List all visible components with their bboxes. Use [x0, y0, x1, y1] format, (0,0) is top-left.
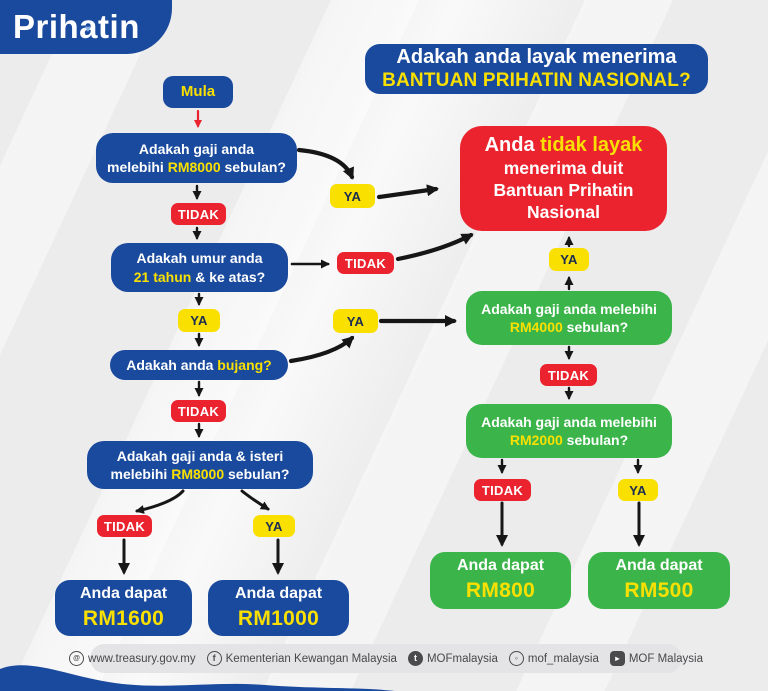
result-1600-amount: RM1600	[82, 606, 165, 630]
result-rm800: Anda dapat RM800	[430, 552, 571, 609]
question-bujang: Adakah anda bujang?	[110, 350, 288, 380]
website-label: www.treasury.gov.my	[88, 652, 196, 665]
footer-item-facebook: Kementerian Kewangan Malaysia	[206, 651, 397, 666]
instagram-label: mof_malaysia	[527, 652, 599, 665]
question-gaji-isteri-rm8000: Adakah gaji anda & isteri melebihi RM800…	[87, 441, 313, 489]
footer-item-twitter: MOFmalaysia	[407, 651, 498, 666]
result-1000-label: Anda dapat	[234, 584, 323, 602]
question-gaji-rm2000: Adakah gaji anda melebihi RM2000 sebulan…	[466, 404, 672, 458]
badge-tidak-2: TIDAK	[171, 400, 226, 422]
question-umur-21: Adakah umur anda 21 tahun & ke atas?	[111, 243, 288, 292]
question-gaji-rm8000: Adakah gaji anda melebihi RM8000 sebulan…	[96, 133, 297, 183]
result-rm500: Anda dapat RM500	[588, 552, 730, 609]
footer-item-youtube: MOF Malaysia	[609, 651, 703, 666]
heart-icon	[85, 24, 91, 35]
result-500-amount: RM500	[624, 579, 694, 603]
badge-tidak-right-2: TIDAK	[474, 479, 531, 501]
twitter-label: MOFmalaysia	[426, 652, 498, 665]
question-gaji-rm4000: Adakah gaji anda melebihi RM4000 sebulan…	[466, 291, 672, 345]
q-umur-line2: 21 tahun & ke atas?	[133, 268, 266, 285]
badge-ya-mid-1: YA	[330, 184, 375, 208]
result-800-label: Anda dapat	[456, 557, 545, 575]
badge-tidak-1: TIDAK	[171, 203, 226, 225]
result-500-label: Anda dapat	[615, 557, 703, 575]
q-isteri-line2: melebihi RM8000 sebulan?	[110, 466, 290, 482]
badge-ya-right: YA	[618, 479, 658, 501]
start-node: Mula	[163, 76, 233, 108]
bottom-wave-decoration	[0, 665, 395, 691]
not-eligible-box: Anda tidak layak menerima duit Bantuan P…	[460, 126, 667, 231]
footer-item-instagram: mof_malaysia	[508, 651, 599, 666]
q-rm4000-line1: Adakah gaji anda melebihi	[481, 300, 657, 317]
youtube-label: MOF Malaysia	[628, 652, 703, 665]
globe-icon	[69, 651, 85, 666]
badge-ya-under-red: YA	[549, 248, 589, 271]
result-1600-label: Anda dapat	[79, 584, 168, 602]
result-1000-amount: RM1000	[237, 606, 320, 630]
result-800-amount: RM800	[465, 579, 536, 603]
result-rm1600: Anda dapat RM1600	[55, 580, 192, 636]
not-eligible-line1: Anda tidak layak	[484, 134, 643, 157]
instagram-icon	[508, 651, 524, 666]
badge-ya-mid-2: YA	[333, 309, 378, 333]
badge-tidak-3: TIDAK	[97, 515, 152, 537]
title-line1: Adakah anda layak menerima	[396, 46, 677, 68]
footer-item-website: www.treasury.gov.my	[69, 651, 196, 666]
facebook-label: Kementerian Kewangan Malaysia	[225, 652, 397, 665]
q-umur-line1: Adakah umur anda	[136, 250, 263, 267]
q-bujang-line: Adakah anda bujang?	[126, 356, 272, 373]
badge-ya-left: YA	[178, 309, 220, 332]
badge-ya-bottom-left: YA	[253, 515, 295, 537]
q-isteri-line1: Adakah gaji anda & isteri	[116, 447, 284, 464]
page-title: Adakah anda layak menerima BANTUAN PRIHA…	[365, 44, 708, 94]
q-rm2000-line1: Adakah gaji anda melebihi	[481, 413, 657, 430]
not-eligible-line3: Bantuan Prihatin	[493, 180, 634, 201]
not-eligible-line4: Nasional	[527, 201, 600, 222]
q-gaji-line2: melebihi RM8000 sebulan?	[107, 159, 286, 175]
q-rm4000-line2: RM4000 sebulan?	[509, 319, 629, 335]
twitter-icon	[407, 651, 423, 666]
youtube-icon	[609, 651, 625, 666]
footer-contact-bar: www.treasury.gov.my Kementerian Kewangan…	[69, 644, 703, 673]
logo-text: Prihatin	[13, 8, 140, 45]
q-rm2000-line2: RM2000 sebulan?	[509, 432, 629, 448]
badge-tidak-right-1: TIDAK	[540, 364, 597, 386]
facebook-icon	[206, 651, 222, 666]
title-line2: BANTUAN PRIHATIN NASIONAL?	[382, 69, 691, 91]
badge-tidak-mid: TIDAK	[337, 252, 394, 274]
result-rm1000: Anda dapat RM1000	[208, 580, 349, 636]
not-eligible-line2: menerima duit	[503, 158, 624, 179]
prihatin-logo: Prihatin	[0, 0, 172, 54]
q-gaji-line1: Adakah gaji anda	[138, 140, 255, 157]
start-label: Mula	[180, 83, 216, 101]
